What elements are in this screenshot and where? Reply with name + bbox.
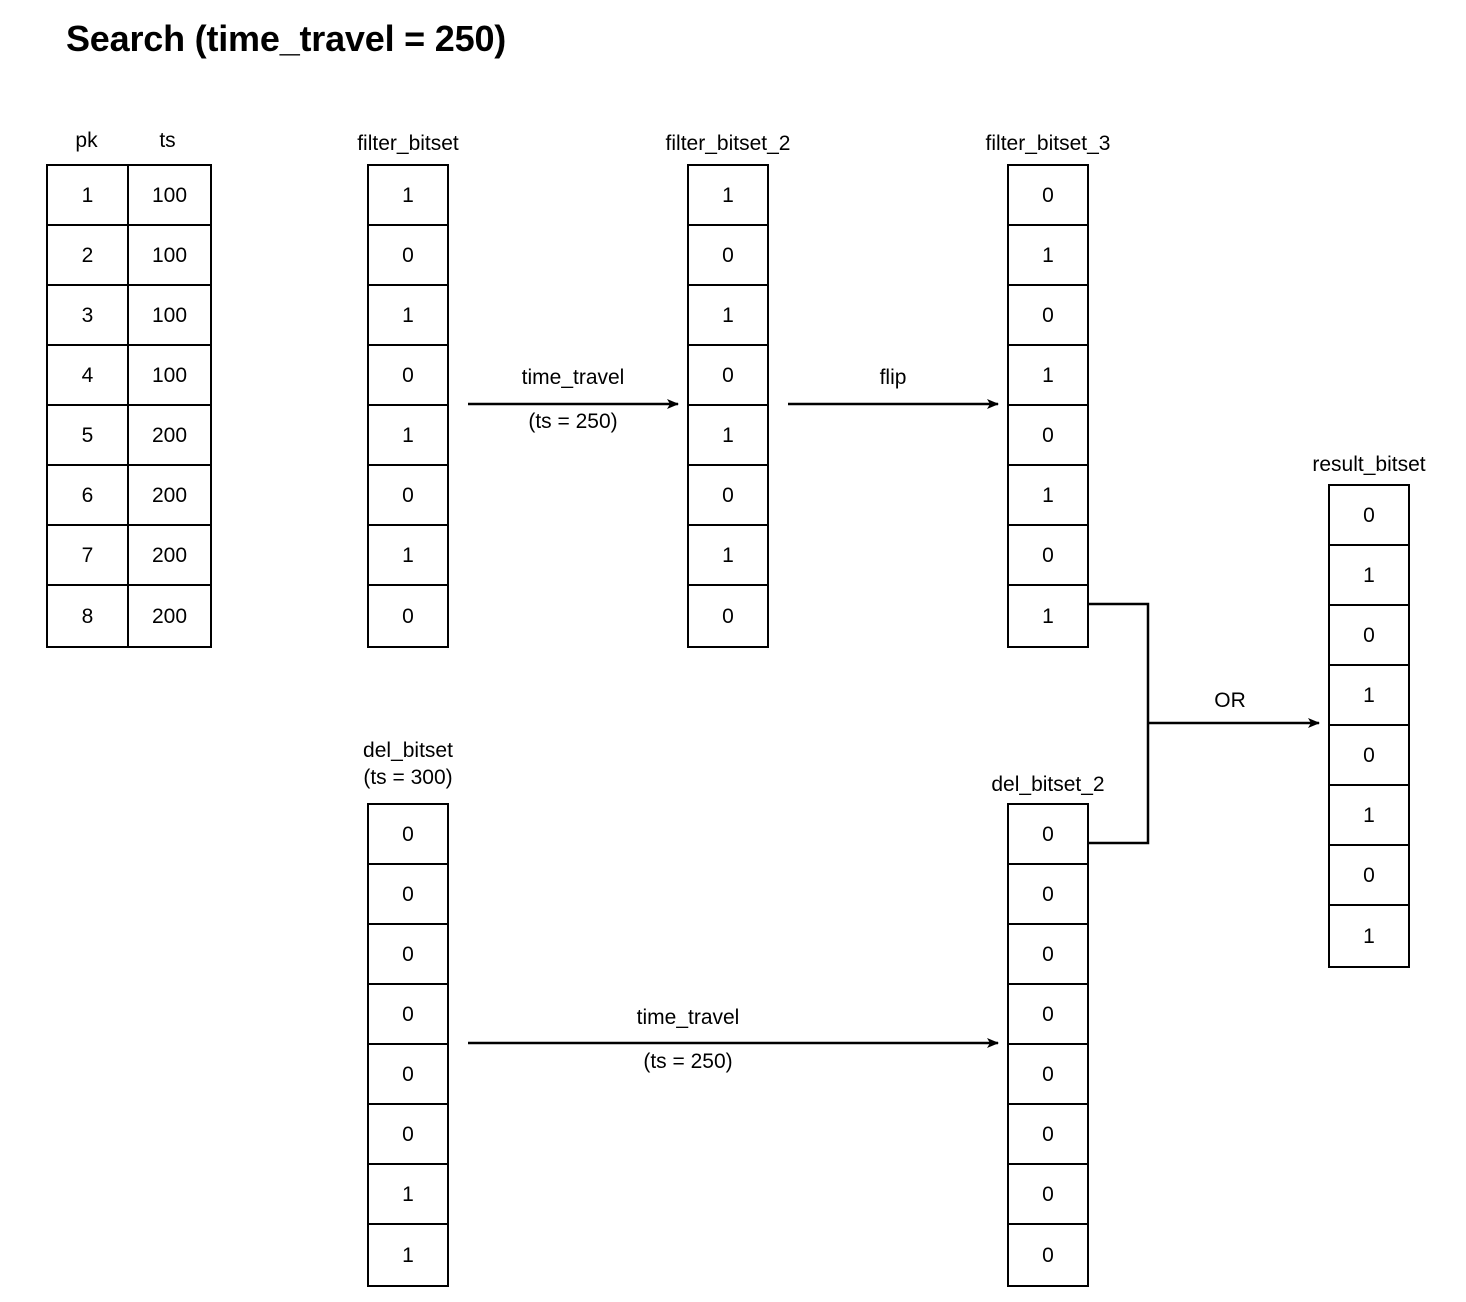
bit-cell: 0 xyxy=(1009,406,1087,466)
bit-cell: 1 xyxy=(1330,786,1408,846)
table-header-pk: pk xyxy=(75,129,98,152)
bit-cell: 1 xyxy=(1009,466,1087,526)
table-cell-ts: 100 xyxy=(129,286,210,346)
bit-cell: 0 xyxy=(689,346,767,406)
bit-cell: 1 xyxy=(1363,924,1375,948)
bit-cell: 1 xyxy=(402,1243,414,1267)
arrow-label-time-travel-top-line1: time_travel xyxy=(521,366,625,389)
bit-cell: 0 xyxy=(1009,1105,1087,1165)
bit-cell: 1 xyxy=(369,286,447,346)
bit-cell: 0 xyxy=(1330,726,1408,786)
bit-cell: 0 xyxy=(1009,1045,1087,1105)
table-cell-pk: 5 xyxy=(48,406,127,466)
bit-cell: 0 xyxy=(369,865,447,925)
bit-cell: 0 xyxy=(1009,166,1087,226)
bit-cell: 1 xyxy=(689,526,767,586)
result-bitset-label: result_bitset xyxy=(1312,453,1426,476)
bit-cell: 0 xyxy=(369,985,447,1045)
bit-cell: 0 xyxy=(369,925,447,985)
del-bitset-sublabel: (ts = 300) xyxy=(363,766,453,789)
table-cell-pk: 4 xyxy=(48,346,127,406)
bit-cell: 0 xyxy=(1009,805,1087,865)
bit-cell: 1 xyxy=(1009,346,1087,406)
bit-cell: 0 xyxy=(689,226,767,286)
table-cell-ts: 200 xyxy=(129,526,210,586)
bit-cell: 1 xyxy=(369,1165,447,1225)
filter-bitset-column: 1 0 1 0 1 0 1 0 xyxy=(367,164,449,648)
bit-cell: 1 xyxy=(369,406,447,466)
del-bitset-column: 0 0 0 0 0 0 1 1 xyxy=(367,803,449,1287)
table-column-pk: 1 2 3 4 5 6 7 8 xyxy=(48,166,129,646)
table-cell-ts: 200 xyxy=(151,604,188,628)
bit-cell: 0 xyxy=(369,226,447,286)
del-bitset-2-column: 0 0 0 0 0 0 0 0 xyxy=(1007,803,1089,1287)
table-cell-ts: 100 xyxy=(129,226,210,286)
bit-cell: 0 xyxy=(369,805,447,865)
bit-cell: 0 xyxy=(1330,606,1408,666)
bit-cell: 0 xyxy=(1009,865,1087,925)
filter-bitset-label: filter_bitset xyxy=(357,132,459,155)
arrow-label-time-travel-top-line2: (ts = 250) xyxy=(528,410,618,433)
table-cell-pk: 7 xyxy=(48,526,127,586)
table-cell-ts: 200 xyxy=(129,466,210,526)
bit-cell: 1 xyxy=(369,526,447,586)
bit-cell: 0 xyxy=(689,466,767,526)
bit-cell: 0 xyxy=(1330,846,1408,906)
bit-cell: 1 xyxy=(1330,546,1408,606)
source-table: 1 2 3 4 5 6 7 8 100 100 100 100 200 200 … xyxy=(46,164,212,648)
bit-cell: 1 xyxy=(689,406,767,466)
table-cell-pk: 3 xyxy=(48,286,127,346)
bit-cell: 0 xyxy=(1009,985,1087,1045)
filter-bitset-2-label: filter_bitset_2 xyxy=(665,132,791,155)
bit-cell: 0 xyxy=(1009,286,1087,346)
table-cell-pk: 1 xyxy=(48,166,127,226)
bit-cell: 0 xyxy=(1009,1165,1087,1225)
bit-cell: 0 xyxy=(369,1105,447,1165)
arrow-label-time-travel-bottom-line2: (ts = 250) xyxy=(643,1050,733,1073)
result-bitset-column: 0 1 0 1 0 1 0 1 xyxy=(1328,484,1410,968)
bit-cell: 0 xyxy=(722,604,734,628)
bit-cell: 0 xyxy=(1042,1243,1054,1267)
arrow-label-time-travel-bottom-line1: time_travel xyxy=(636,1006,740,1029)
bit-cell: 0 xyxy=(402,604,414,628)
bit-cell: 0 xyxy=(1009,526,1087,586)
bit-cell: 0 xyxy=(1009,925,1087,985)
table-cell-pk: 2 xyxy=(48,226,127,286)
table-cell-pk: 8 xyxy=(81,604,94,628)
bit-cell: 0 xyxy=(369,1045,447,1105)
bit-cell: 1 xyxy=(689,166,767,226)
arrow-label-flip: flip xyxy=(879,366,907,389)
bit-cell: 1 xyxy=(689,286,767,346)
del-bitset-2-label: del_bitset_2 xyxy=(991,773,1105,796)
arrow-label-or: OR xyxy=(1214,689,1246,712)
table-cell-ts: 200 xyxy=(129,406,210,466)
filter-bitset-2-column: 1 0 1 0 1 0 1 0 xyxy=(687,164,769,648)
del-bitset-label: del_bitset xyxy=(363,739,453,762)
bit-cell: 1 xyxy=(1330,666,1408,726)
or-junction-bracket xyxy=(1088,602,1150,845)
bit-cell: 1 xyxy=(1042,604,1054,628)
table-column-ts: 100 100 100 100 200 200 200 200 xyxy=(129,166,210,646)
table-cell-ts: 100 xyxy=(129,346,210,406)
page-title: Search (time_travel = 250) xyxy=(66,18,507,59)
bit-cell: 0 xyxy=(1330,486,1408,546)
bit-cell: 1 xyxy=(1009,226,1087,286)
filter-bitset-3-label: filter_bitset_3 xyxy=(985,132,1111,155)
table-cell-ts: 100 xyxy=(129,166,210,226)
bit-cell: 0 xyxy=(369,466,447,526)
filter-bitset-3-column: 0 1 0 1 0 1 0 1 xyxy=(1007,164,1089,648)
bit-cell: 1 xyxy=(369,166,447,226)
table-header-ts: ts xyxy=(159,129,176,152)
bit-cell: 0 xyxy=(369,346,447,406)
table-cell-pk: 6 xyxy=(48,466,127,526)
